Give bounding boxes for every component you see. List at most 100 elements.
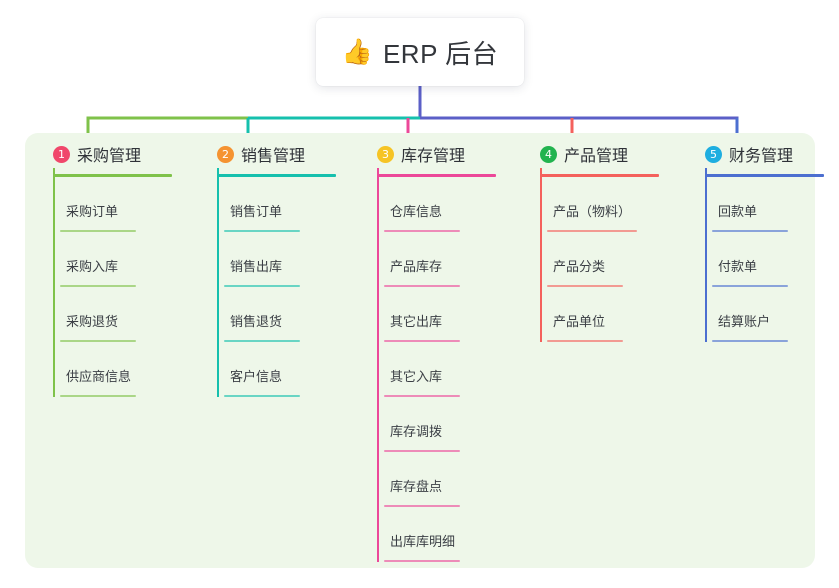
list-item[interactable]: 出库库明细	[362, 507, 526, 562]
category-header-row: 4 产品管理	[525, 142, 689, 166]
list-item-label: 产品（物料）	[553, 204, 632, 219]
list-item[interactable]: 采购退货	[38, 287, 202, 342]
list-item-label: 库存盘点	[390, 479, 443, 494]
list-item[interactable]: 其它入库	[362, 342, 526, 397]
list-item-label: 采购退货	[66, 314, 119, 329]
category-underline	[705, 174, 824, 177]
list-item[interactable]: 回款单	[690, 168, 839, 232]
list-item-underline	[384, 505, 460, 507]
category-underline	[217, 174, 336, 177]
list-item-stem	[53, 232, 55, 287]
list-item-label: 销售订单	[230, 204, 283, 219]
category-header-1[interactable]: 1 采购管理	[38, 133, 202, 177]
category-column-3: 3 库存管理仓库信息产品库存其它出库其它入库库存调拨库存盘点出库库明细	[362, 133, 526, 562]
list-item-stem	[53, 287, 55, 342]
list-item-label: 结算账户	[718, 314, 771, 329]
list-item-underline	[384, 395, 460, 397]
category-header-row: 1 采购管理	[38, 142, 202, 166]
category-index-badge: 3	[377, 145, 394, 163]
list-item-underline	[384, 450, 460, 452]
list-item-stem	[377, 287, 379, 342]
list-item[interactable]: 仓库信息	[362, 168, 526, 232]
list-item-stem	[540, 232, 542, 287]
category-index-badge: 5	[705, 145, 722, 163]
category-label: 采购管理	[77, 148, 142, 165]
category-column-4: 4 产品管理产品（物料） 产品分类产品单位	[525, 133, 689, 342]
category-column-1: 1 采购管理采购订单采购入库采购退货供应商信息	[38, 133, 202, 397]
list-item[interactable]: 产品单位	[525, 287, 689, 342]
list-item-stem	[217, 287, 219, 342]
list-item-stem	[540, 287, 542, 342]
list-item-label: 产品分类	[553, 259, 606, 274]
page-title: ERP 后台	[382, 38, 499, 69]
list-item-stem	[377, 507, 379, 562]
list-item[interactable]: 其它出库	[362, 287, 526, 342]
list-item[interactable]: 采购订单	[38, 168, 202, 232]
list-item-stem	[705, 287, 707, 342]
list-item-underline	[224, 340, 300, 342]
category-underline	[377, 174, 496, 177]
list-item-stem	[377, 232, 379, 287]
list-item-underline	[224, 230, 300, 232]
list-item[interactable]: 供应商信息	[38, 342, 202, 397]
list-item-underline	[712, 285, 788, 287]
list-item[interactable]: 库存盘点	[362, 452, 526, 507]
list-item-label: 供应商信息	[66, 369, 132, 384]
thumbs-up-icon: 👍	[341, 37, 373, 66]
category-label: 产品管理	[564, 148, 629, 165]
category-index-badge: 1	[53, 145, 70, 163]
list-item-underline	[547, 285, 623, 287]
category-underline	[540, 174, 659, 177]
category-index-badge: 4	[540, 145, 557, 163]
list-item[interactable]: 产品库存	[362, 232, 526, 287]
list-item-label: 产品单位	[553, 314, 606, 329]
list-item-stem	[217, 232, 219, 287]
list-item-stem	[217, 342, 219, 397]
list-item[interactable]: 产品（物料）	[525, 168, 689, 232]
categories-panel	[25, 133, 815, 568]
category-label: 库存管理	[401, 148, 466, 165]
list-item-label: 库存调拨	[390, 424, 443, 439]
list-item-underline	[384, 340, 460, 342]
list-item[interactable]: 客户信息	[202, 342, 366, 397]
list-item-stem	[377, 342, 379, 397]
list-item[interactable]: 库存调拨	[362, 397, 526, 452]
list-item-stem	[53, 342, 55, 397]
list-item[interactable]: 付款单	[690, 232, 839, 287]
list-item-label: 仓库信息	[390, 204, 443, 219]
category-header-3[interactable]: 3 库存管理	[362, 133, 526, 177]
list-item[interactable]: 销售退货	[202, 287, 366, 342]
category-index-badge: 2	[217, 145, 234, 163]
list-item-label: 采购订单	[66, 204, 119, 219]
list-item-underline	[60, 285, 136, 287]
list-item-label: 采购入库	[66, 259, 119, 274]
list-item-underline	[224, 395, 300, 397]
list-item-stem	[540, 168, 542, 232]
category-header-4[interactable]: 4 产品管理	[525, 133, 689, 177]
list-item[interactable]: 销售订单	[202, 168, 366, 232]
list-item[interactable]: 产品分类	[525, 232, 689, 287]
list-item[interactable]: 采购入库	[38, 232, 202, 287]
list-item-stem	[705, 232, 707, 287]
root-title-card[interactable]: 👍 ERP 后台	[316, 18, 524, 86]
list-item-stem	[377, 452, 379, 507]
list-item[interactable]: 销售出库	[202, 232, 366, 287]
list-item-label: 其它出库	[390, 314, 443, 329]
list-item[interactable]: 结算账户	[690, 287, 839, 342]
list-item-label: 付款单	[718, 259, 758, 274]
list-item-stem	[377, 168, 379, 232]
list-item-stem	[705, 168, 707, 232]
list-item-underline	[712, 340, 788, 342]
list-item-underline	[60, 340, 136, 342]
list-item-label: 出库库明细	[390, 534, 456, 549]
list-item-label: 销售退货	[230, 314, 283, 329]
list-item-underline	[547, 230, 637, 232]
list-item-label: 客户信息	[230, 369, 283, 384]
list-item-underline	[60, 230, 136, 232]
